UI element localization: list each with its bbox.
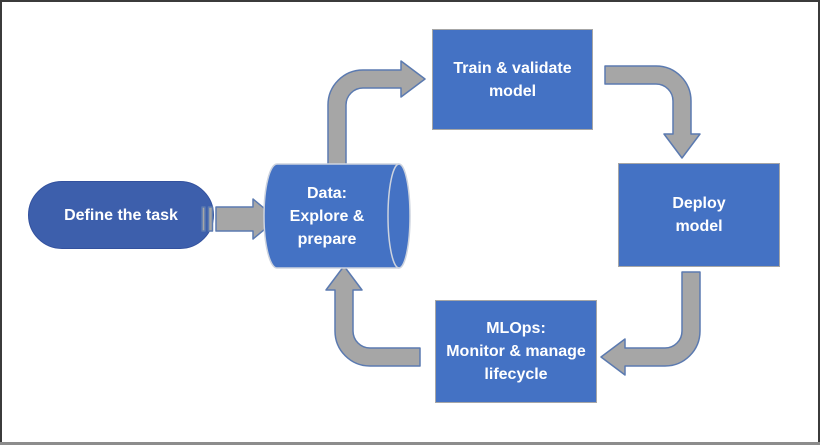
node-label-line: model [675,218,723,235]
node-deploy-model: Deploy model [618,163,780,267]
node-data-explore-prepare: Data: Explore & prepare [265,164,389,268]
node-define-the-task: Define the task [28,181,214,249]
node-train-validate-model: Train & validate model [432,29,593,130]
arrow-mlops-to-data [325,265,421,367]
node-label-line: lifecycle [484,366,548,383]
node-label-line: prepare [297,230,357,248]
node-label: Define the task [64,206,178,224]
node-label-line: MLOps: [486,320,546,337]
node-label-line: Explore & [289,207,365,225]
node-label-line: model [488,82,537,100]
arrow-deploy-to-mlops [600,271,701,376]
arrow-train-to-deploy [604,65,701,159]
node-mlops-monitor-manage: MLOps: Monitor & manage lifecycle [435,300,597,403]
frame-bottom-bar [0,442,820,445]
node-label-line: Train & validate [453,59,572,77]
arrow-data-to-train [327,60,426,173]
node-label-line: Deploy [672,195,726,212]
node-label-line: Monitor & manage [446,343,586,360]
node-label-line: Data: [306,184,347,202]
cylinder-rim [387,163,400,269]
